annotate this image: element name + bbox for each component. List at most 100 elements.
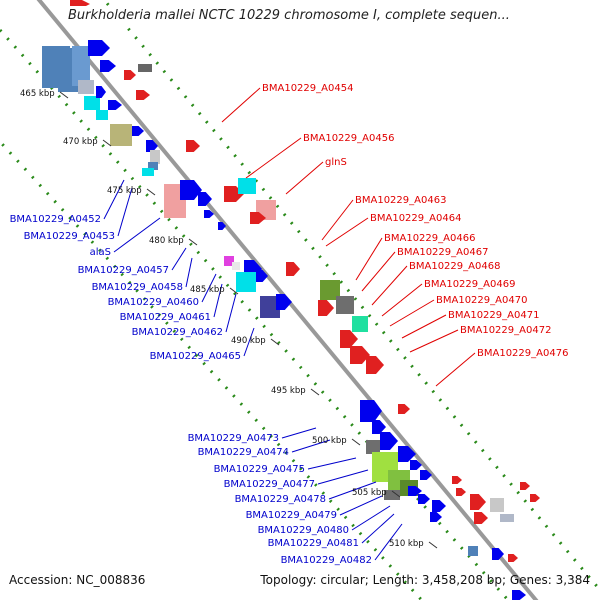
gene-arrow-glyph (146, 140, 158, 152)
gene-box-glyph (490, 498, 504, 512)
gene-arrow-glyph (350, 346, 370, 364)
gene-label-reverse: BMA10229_A0461 (120, 312, 211, 323)
tick-mark (229, 287, 239, 295)
leader-line-forward (221, 87, 261, 123)
leader-line-forward (381, 283, 423, 317)
gene-box-glyph (468, 546, 478, 556)
gene-label-forward: BMA10229_A0468 (409, 261, 500, 272)
tick-mark (146, 188, 156, 196)
gene-labels: BMA10229_A0454BMA10229_A0456glnSBMA10229… (10, 83, 569, 566)
gene-label-forward: BMA10229_A0469 (424, 279, 515, 290)
gene-label-reverse: alaS (90, 247, 111, 258)
gene-arrow-glyph (180, 180, 202, 200)
gene-label-reverse: BMA10229_A0452 (10, 214, 101, 225)
tick-label: 490 kbp (231, 336, 266, 346)
topology-text: Topology: circular; Length: 3,458,208 bp… (260, 573, 590, 587)
leader-line-reverse (113, 217, 161, 253)
gene-arrow-glyph (286, 262, 300, 276)
gene-arrow-glyph (256, 270, 268, 282)
leader-line-reverse (103, 179, 125, 220)
gene-label-forward: BMA10229_A0472 (460, 325, 551, 336)
gene-arrow-glyph (508, 554, 518, 562)
gene-label-forward: BMA10229_A0454 (262, 83, 353, 94)
gene-box-glyph (384, 490, 400, 500)
tick-label: 475 kbp (107, 186, 142, 196)
gene-arrow-glyph (372, 420, 386, 434)
gene-box-glyph (236, 272, 256, 292)
gene-box-glyph (110, 124, 132, 146)
gene-label-forward: BMA10229_A0463 (355, 195, 446, 206)
leader-line-reverse (225, 293, 237, 333)
gene-box-glyph (320, 280, 340, 300)
tick-mark (391, 490, 401, 498)
leader-line-reverse (291, 439, 331, 453)
leader-line-forward (401, 314, 447, 339)
gene-arrow-glyph (410, 460, 422, 470)
gene-arrow-glyph (250, 212, 266, 224)
gene-box-glyph (72, 46, 90, 86)
accession-text: Accession: NC_008836 (9, 573, 146, 587)
gene-box-glyph (352, 316, 368, 332)
gene-label-forward: BMA10229_A0476 (477, 348, 568, 359)
tick-label: 500 kbp (312, 436, 347, 446)
gene-arrow-glyph (124, 70, 136, 80)
gene-arrow-glyph (492, 548, 504, 560)
gene-arrow-glyph (198, 192, 212, 206)
gene-arrow-glyph (408, 486, 422, 496)
gene-box-glyph (150, 150, 160, 164)
leader-line-forward (245, 137, 302, 179)
gene-label-reverse: BMA10229_A0482 (281, 555, 372, 566)
leader-line-reverse (117, 187, 133, 237)
gene-label-forward: BMA10229_A0471 (448, 310, 539, 321)
leader-line-reverse (243, 327, 255, 357)
gene-label-reverse: BMA10229_A0457 (78, 265, 169, 276)
gene-label-forward: BMA10229_A0470 (436, 295, 527, 306)
tick-mark (59, 91, 69, 99)
gene-arrow-glyph (512, 590, 526, 600)
gene-arrow-glyph (360, 400, 382, 422)
gene-box-glyph (84, 96, 100, 110)
leader-line-reverse (361, 513, 395, 544)
gene-label-reverse: BMA10229_A0462 (132, 327, 223, 338)
gene-arrow-glyph (470, 494, 486, 510)
gene-arrow-glyph (430, 512, 442, 522)
leader-line-forward (355, 237, 383, 281)
gene-arrow-glyph (136, 90, 150, 100)
gene-arrow-glyph (318, 300, 334, 316)
gene-label-reverse: BMA10229_A0481 (268, 538, 359, 549)
leader-line-forward (389, 299, 435, 327)
gene-label-reverse: BMA10229_A0460 (108, 297, 199, 308)
gene-label-reverse: BMA10229_A0474 (198, 447, 289, 458)
tick-label: 480 kbp (149, 236, 184, 246)
gene-box-glyph (148, 162, 158, 170)
tick-mark (102, 139, 112, 147)
leader-line-reverse (374, 523, 403, 561)
gene-arrow-glyph (456, 488, 466, 496)
gene-label-forward: BMA10229_A0464 (370, 213, 461, 224)
tick-label: 470 kbp (63, 137, 98, 147)
leader-line-reverse (307, 457, 357, 470)
gene-label-reverse: BMA10229_A0480 (258, 525, 349, 536)
gene-arrow-glyph (186, 140, 200, 152)
gene-arrow-glyph (204, 210, 214, 218)
leader-line-reverse (339, 495, 383, 516)
gene-label-reverse: BMA10229_A0475 (214, 464, 305, 475)
gene-arrow-glyph (276, 294, 292, 310)
gene-arrow-glyph (452, 476, 462, 484)
gene-label-reverse: BMA10229_A0479 (246, 510, 337, 521)
leader-line-reverse (317, 469, 369, 485)
leader-line-reverse (185, 257, 193, 288)
feature-glyphs (42, 0, 540, 600)
gene-arrow-glyph (218, 222, 226, 230)
leader-line-reverse (351, 505, 391, 531)
tick-mark (428, 541, 438, 549)
gene-label-reverse: BMA10229_A0458 (92, 282, 183, 293)
leader-line-forward (325, 217, 369, 247)
gene-box-glyph (142, 168, 154, 176)
leader-line-reverse (213, 283, 223, 318)
gene-box-glyph (336, 296, 354, 314)
tick-mark (188, 238, 198, 246)
gene-arrow-glyph (420, 470, 432, 480)
